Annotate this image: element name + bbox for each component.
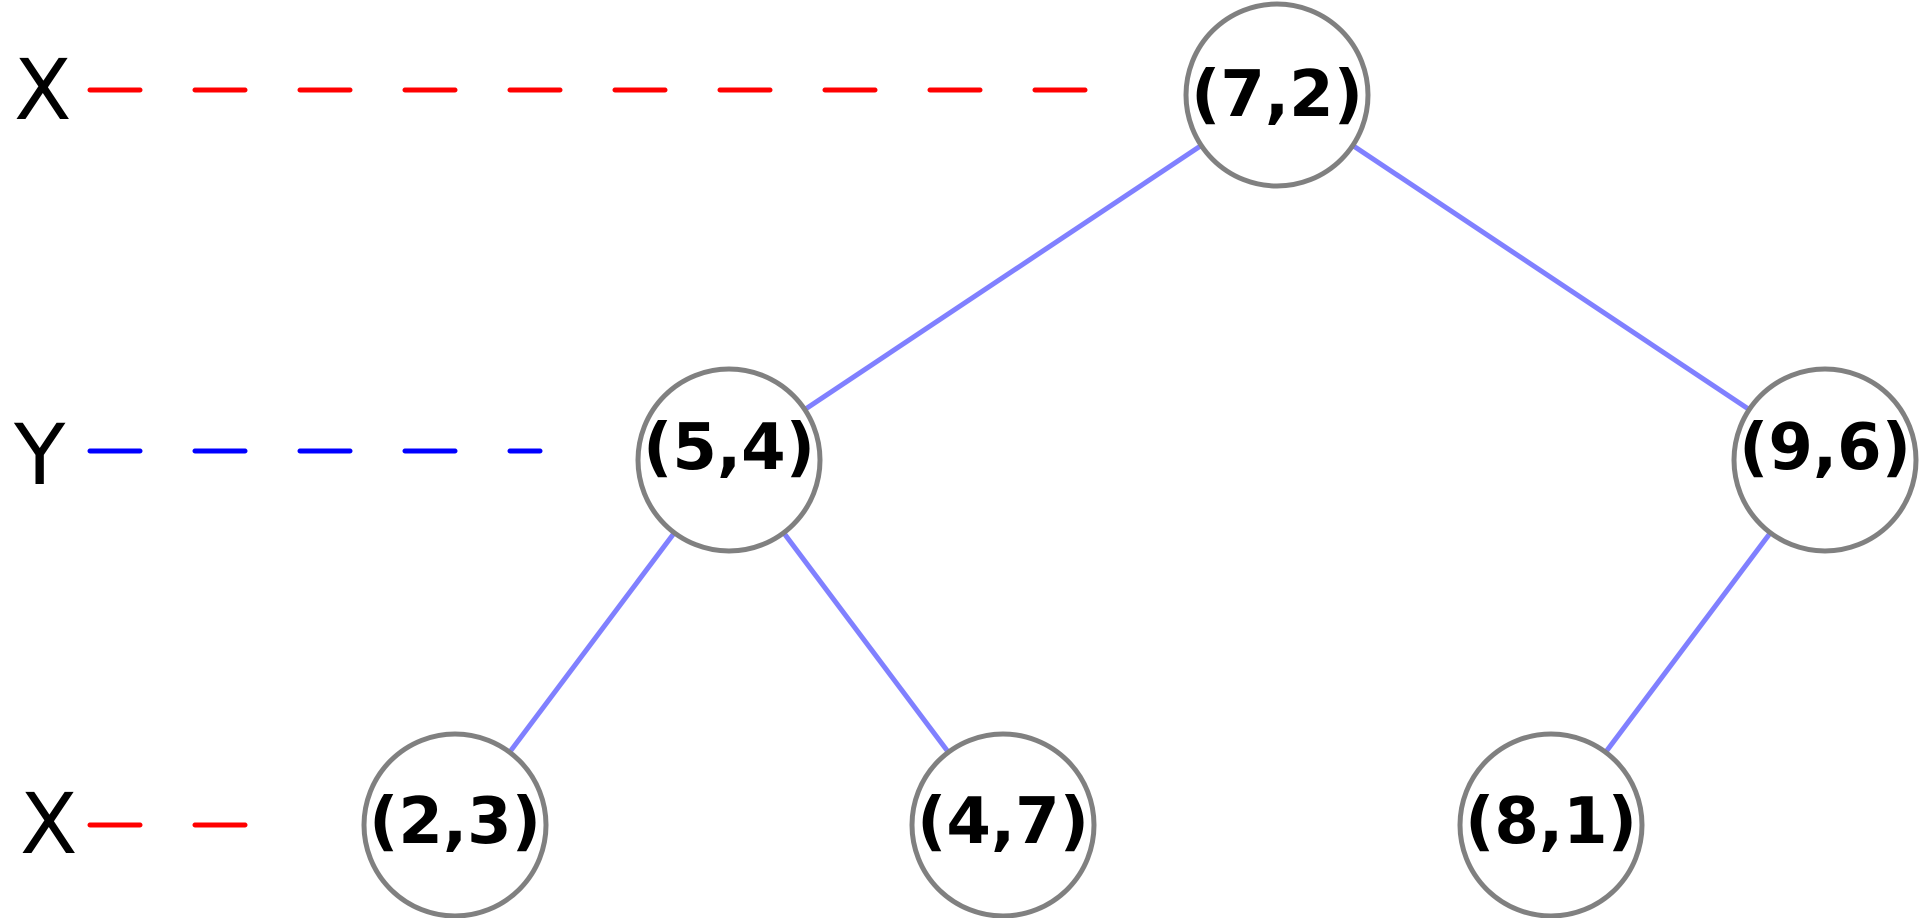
node-circle — [361, 731, 549, 918]
node-label: (4,7) — [917, 785, 1089, 859]
edge-root-left — [727, 92, 1279, 463]
node-circle — [1183, 1, 1371, 189]
node-circle — [909, 731, 1097, 918]
tree-node-left: (5,4) — [635, 366, 823, 554]
level-label-1: X — [14, 41, 72, 139]
tree-node-right-left: (8,1) — [1457, 731, 1645, 918]
node-label: (5,4) — [643, 411, 815, 485]
level-label-2: Y — [13, 406, 66, 504]
tree-node-root: (7,2) — [1183, 1, 1371, 189]
edge-root-right — [1275, 92, 1827, 463]
node-label: (2,3) — [369, 785, 541, 859]
node-label: (9,6) — [1739, 411, 1911, 485]
level-label-3: X — [20, 775, 78, 873]
node-label: (7,2) — [1191, 58, 1363, 132]
node-circle — [1457, 731, 1645, 918]
tree-node-left-left: (2,3) — [361, 731, 549, 918]
node-circle — [1731, 366, 1919, 554]
tree-node-right: (9,6) — [1731, 366, 1919, 554]
node-circle — [635, 366, 823, 554]
tree-node-left-right: (4,7) — [909, 731, 1097, 918]
node-label: (8,1) — [1465, 785, 1637, 859]
